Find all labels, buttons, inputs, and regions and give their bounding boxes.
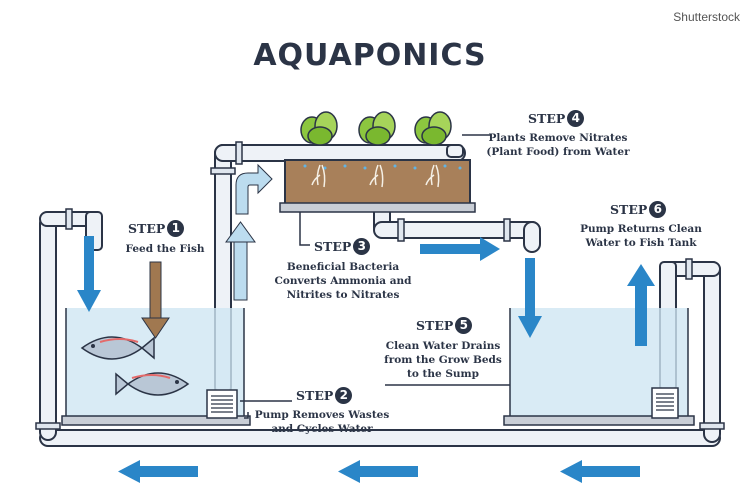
- step-1-text: Feed the Fish: [110, 242, 220, 256]
- step-number-badge: 4: [567, 110, 585, 127]
- step-label: STEP: [416, 318, 454, 333]
- arrow-left-icon: [338, 460, 418, 483]
- step-4-text: Plants Remove Nitrates (Plant Food) from…: [478, 131, 638, 159]
- step-6-line: Pump Returns Clean: [580, 223, 702, 235]
- arrow-left-icon: [560, 460, 640, 483]
- step-number-badge: 3: [353, 238, 371, 255]
- step-6-text: Pump Returns Clean Water to Fish Tank: [574, 222, 708, 250]
- arrow-curve-icon: [235, 163, 273, 215]
- step-number-badge: 1: [167, 220, 185, 237]
- fish-icon: [115, 372, 190, 396]
- step-1-heading: STEP 1: [128, 220, 185, 237]
- plant-2: [358, 111, 396, 146]
- drain-joints: [397, 218, 511, 242]
- feed-arrow-icon: [141, 261, 170, 339]
- plant-3: [414, 111, 452, 146]
- step-2-text: Pump Removes Wastes and Cycles Water: [252, 408, 392, 436]
- step-3-line: Converts Ammonia and: [274, 275, 412, 287]
- step-5-text: Clean Water Drains from the Grow Beds to…: [378, 339, 508, 381]
- step-3-line: Nitrites to Nitrates: [286, 289, 400, 301]
- arrow-up-icon: [225, 221, 256, 301]
- step-label: STEP: [128, 221, 166, 236]
- leader-lines: [240, 134, 510, 419]
- step-5-line: from the Grow Beds: [384, 354, 502, 366]
- plant-1: [300, 111, 338, 146]
- fish-icon: [80, 336, 155, 360]
- step-2-line: and Cycles Water: [271, 423, 373, 435]
- pump-icon: [206, 389, 238, 419]
- pipe-joints: [35, 208, 725, 430]
- arrow-right-icon: [420, 237, 500, 261]
- step-6-heading: STEP 6: [610, 201, 667, 218]
- step-label: STEP: [296, 388, 334, 403]
- step-label: STEP: [528, 111, 566, 126]
- step-6-line: Water to Fish Tank: [585, 237, 697, 249]
- step-5-line: to the Sump: [407, 368, 479, 380]
- step-3-heading: STEP 3: [314, 238, 371, 255]
- step-4-line: (Plant Food) from Water: [486, 146, 630, 158]
- step-2-heading: STEP 2: [296, 387, 353, 404]
- arrow-down-icon: [77, 236, 101, 312]
- step-3-line: Beneficial Bacteria: [286, 261, 400, 273]
- riser-joints: [210, 141, 243, 175]
- arrow-up-icon: [627, 264, 655, 346]
- step-1-line: Feed the Fish: [125, 243, 205, 255]
- step-4-heading: STEP 4: [528, 110, 585, 127]
- step-3-text: Beneficial Bacteria Converts Ammonia and…: [268, 260, 418, 302]
- arrow-left-icon: [118, 460, 198, 483]
- step-4-line: Plants Remove Nitrates: [488, 132, 628, 144]
- step-2-line: Pump Removes Wastes: [254, 409, 390, 421]
- step-label: STEP: [610, 202, 648, 217]
- step-5-line: Clean Water Drains: [385, 340, 501, 352]
- grow-bed: [279, 159, 476, 213]
- watermark: Shutterstock: [673, 10, 740, 24]
- step-5-heading: STEP 5: [416, 317, 473, 334]
- step-label: STEP: [314, 239, 352, 254]
- drain-pipe: [373, 205, 541, 253]
- step-number-badge: 6: [649, 201, 667, 218]
- step-number-badge: 2: [335, 387, 353, 404]
- step-number-badge: 5: [455, 317, 473, 334]
- diagram-title: AQUAPONICS: [253, 38, 487, 73]
- arrow-down-icon: [518, 258, 542, 338]
- pump-icon: [651, 387, 679, 419]
